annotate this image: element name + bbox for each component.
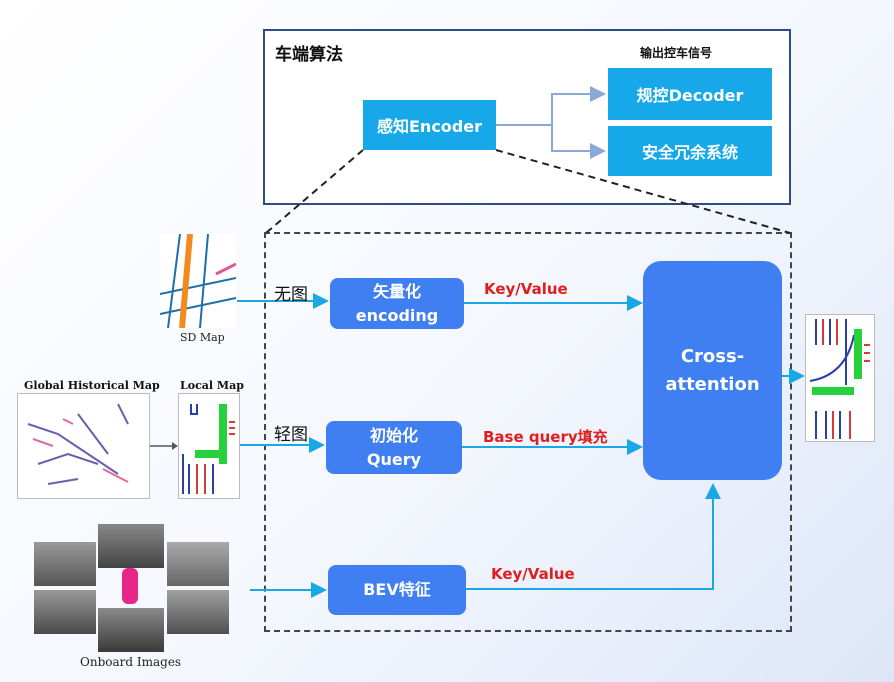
- encoder-to-redundancy-arrow: [551, 125, 606, 159]
- onboard-images: [34, 520, 234, 655]
- init-line1: 初始化: [369, 425, 418, 445]
- global-map-caption: Global Historical Map: [24, 379, 160, 392]
- global-historical-map-image: [17, 393, 150, 499]
- light-map-label: 轻图: [274, 425, 308, 445]
- sd-map-image: [160, 234, 236, 328]
- init-query-box: 初始化 Query: [326, 421, 462, 474]
- planning-decoder-box: 规控Decoder: [608, 68, 772, 120]
- output-map-image: [805, 314, 875, 442]
- camera-rear-image: [98, 608, 164, 652]
- output-control-title: 输出控车信号: [640, 46, 713, 60]
- kv-bottom-arrow: [466, 483, 721, 590]
- encoder-to-decoder-arrow: [496, 86, 606, 126]
- zoom-line-right: [495, 149, 791, 234]
- safety-redundancy-box: 安全冗余系统: [608, 126, 772, 176]
- global-to-local-arrow: [150, 442, 178, 450]
- cross-attention-box: Cross- attention: [643, 261, 782, 480]
- camera-front-image: [98, 524, 164, 568]
- init-line2: Query: [366, 449, 422, 469]
- onboard-caption: Onboard Images: [80, 655, 182, 669]
- vectorize-line1: 矢量化: [372, 281, 421, 301]
- ego-car-icon: [122, 568, 138, 604]
- sd-map-caption: SD Map: [180, 331, 225, 344]
- vectorize-line2: encoding: [355, 305, 439, 325]
- cross-line2: attention: [665, 373, 760, 395]
- local-map-image: [178, 393, 240, 499]
- base-query-label: Base query填充: [483, 428, 608, 446]
- kv-bottom-label: Key/Value: [491, 565, 575, 583]
- zoom-line-left: [265, 149, 364, 234]
- camera-rear-left-image: [34, 590, 96, 634]
- no-map-label: 无图: [274, 285, 308, 305]
- vehicle-algorithm-title: 车端算法: [275, 45, 343, 65]
- bev-feature-box: BEV特征: [328, 565, 466, 615]
- vectorize-encoding-box: 矢量化 encoding: [330, 278, 464, 329]
- camera-rear-right-image: [167, 590, 229, 634]
- kv-top-label: Key/Value: [484, 280, 568, 298]
- perception-encoder-box: 感知Encoder: [363, 100, 496, 150]
- camera-front-right-image: [167, 542, 229, 586]
- encoder-detail-frame: [264, 232, 792, 632]
- camera-front-left-image: [34, 542, 96, 586]
- local-map-caption: Local Map: [180, 379, 244, 392]
- cross-line1: Cross-: [680, 345, 745, 367]
